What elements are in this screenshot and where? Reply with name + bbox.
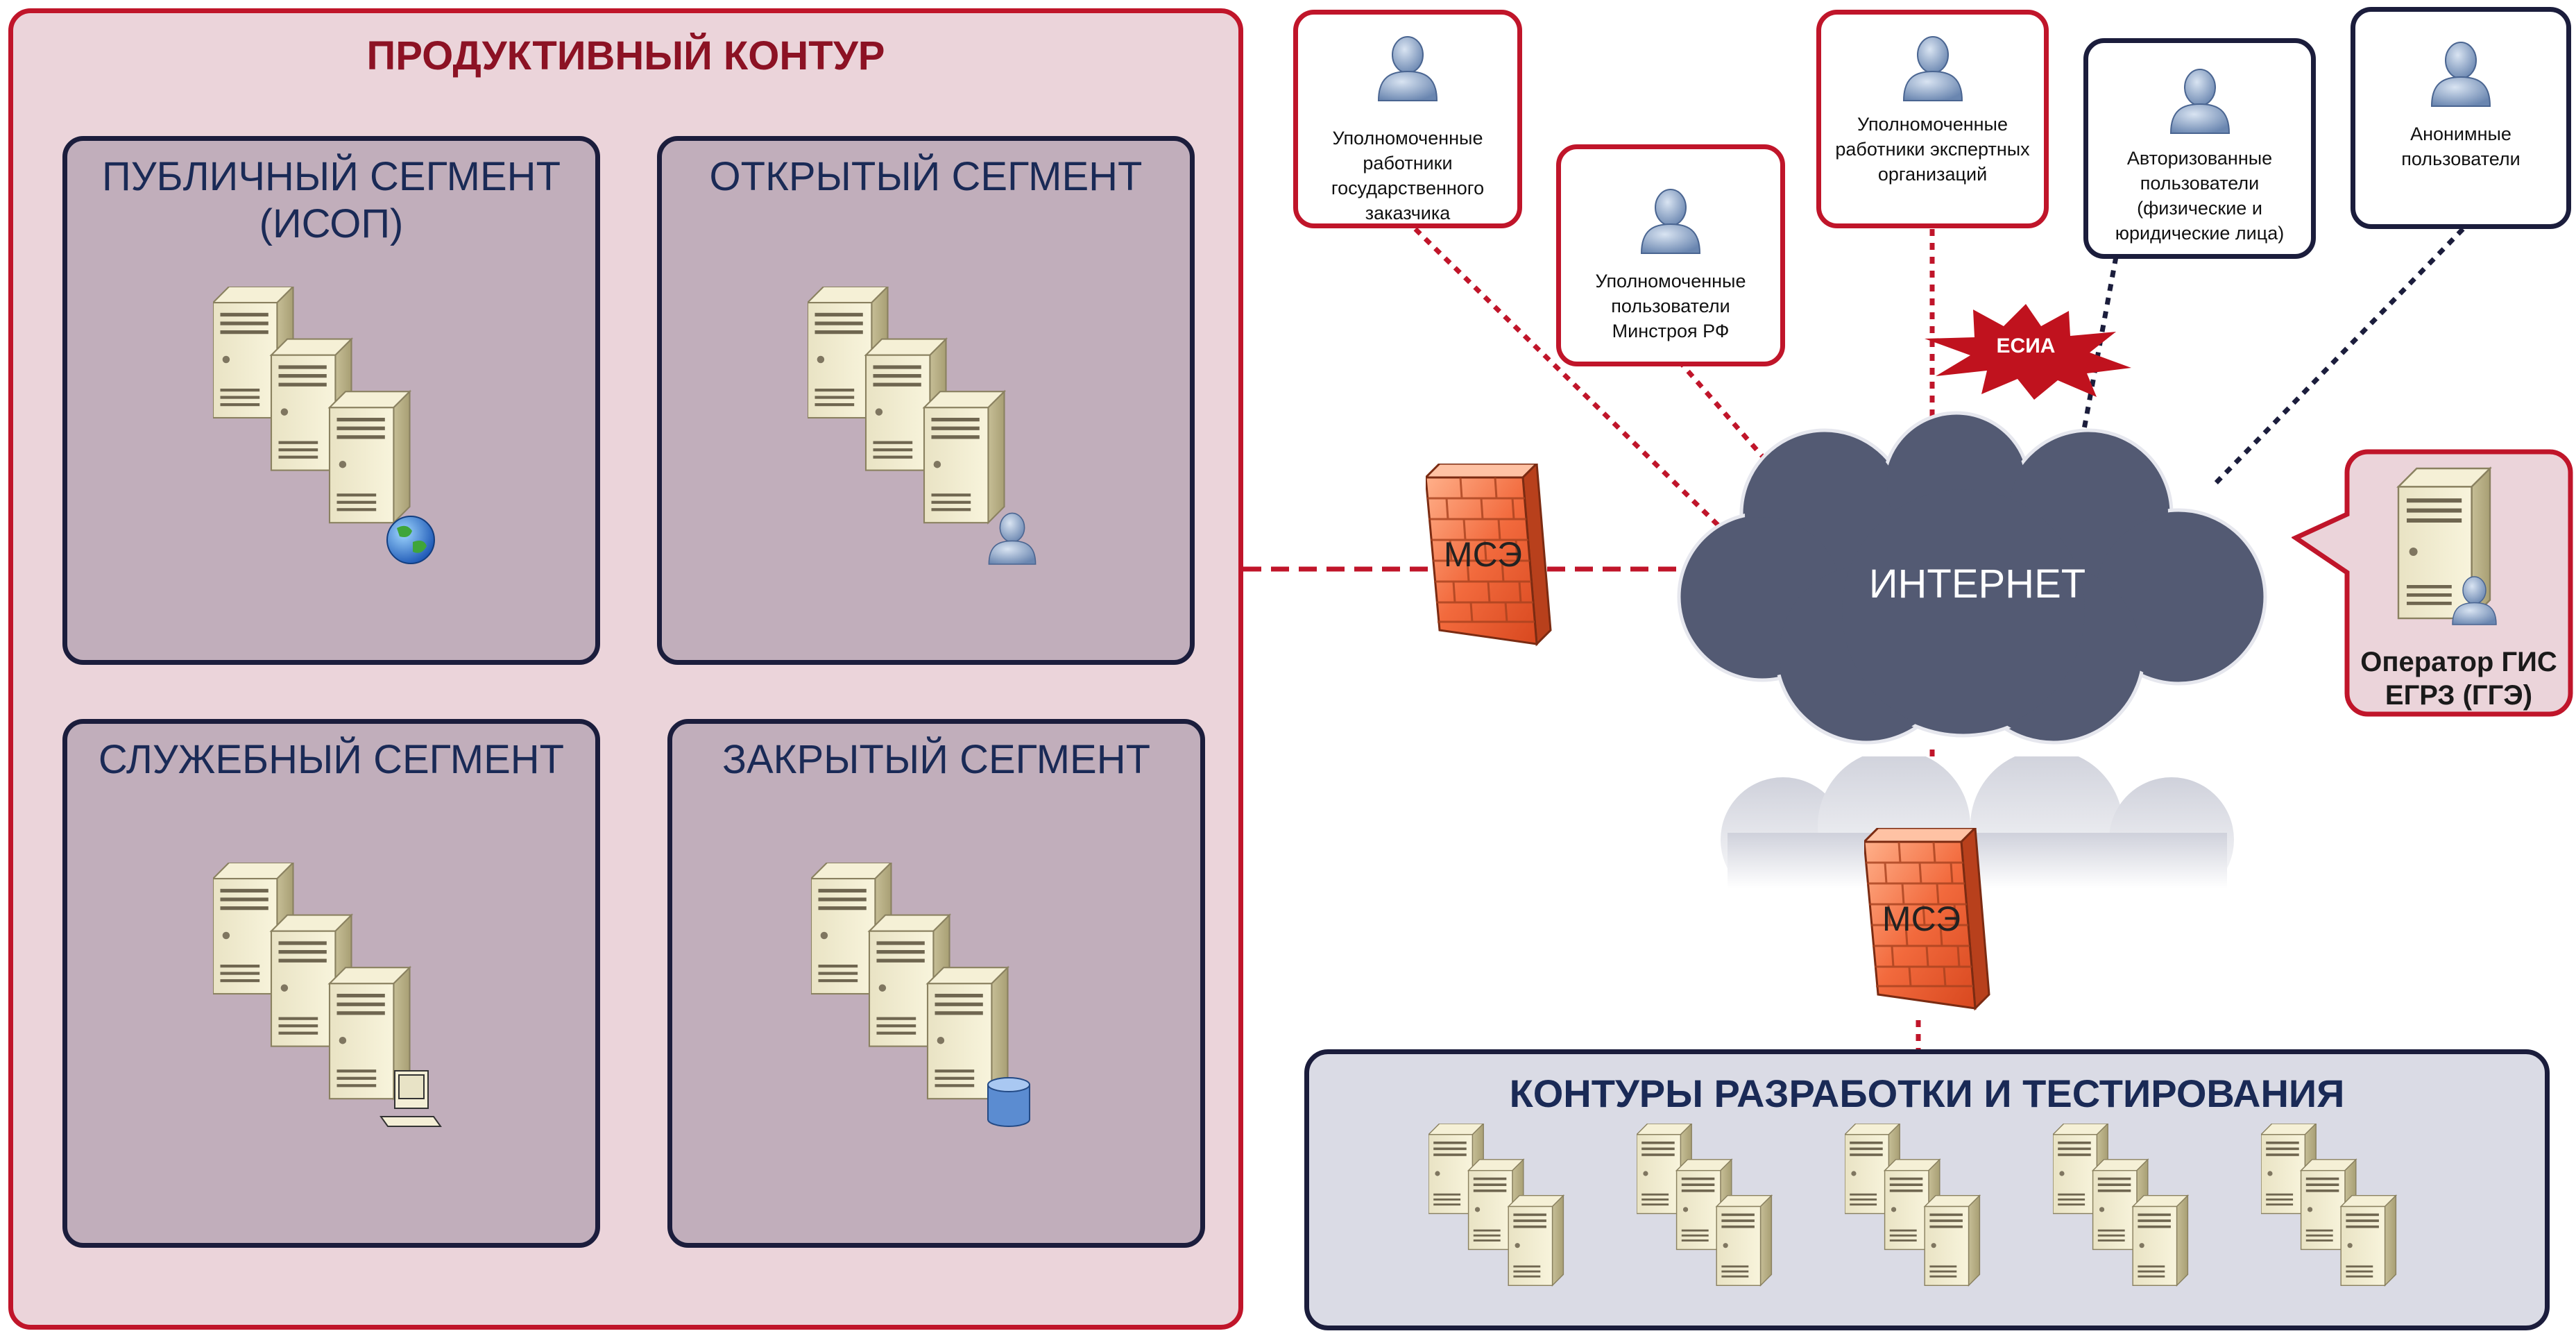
user-label: Анонимные пользователи — [2401, 124, 2520, 169]
server-cluster-icon — [1428, 1124, 1602, 1318]
user-label: Уполномоченные работники экспертных орга… — [1835, 114, 2030, 185]
computer-icon — [379, 1070, 442, 1127]
segment-service: СЛУЖЕБНЫЙ СЕГМЕНТ — [62, 719, 600, 1248]
segment-title: ЗАКРЫТЫЙ СЕГМЕНТ — [722, 737, 1151, 782]
user-icon — [1902, 36, 1963, 101]
server-cluster-icon — [1637, 1124, 1810, 1318]
dev-contours-title: КОНТУРЫ РАЗРАБОТКИ И ТЕСТИРОВАНИЯ — [1509, 1072, 2345, 1115]
user-box-anonymous: Анонимные пользователи — [2351, 7, 2571, 229]
user-icon — [1378, 36, 1438, 101]
user-box-authorized: Авторизованные пользователи (физические … — [2083, 38, 2316, 259]
segment-title: СЛУЖЕБНЫЙ СЕГМЕНТ — [98, 737, 565, 782]
server-cluster-icon — [2053, 1124, 2226, 1318]
segment-public: ПУБЛИЧНЫЙ СЕГМЕНТ (ИСОП) — [62, 136, 600, 665]
segment-title: ПУБЛИЧНЫЙ СЕГМЕНТ (ИСОП) — [102, 154, 561, 246]
server-cluster-icon — [1845, 1124, 2018, 1318]
burst-icon — [1925, 304, 2131, 400]
internet-cloud: ИНТЕРНЕТ — [1665, 409, 2289, 763]
esia-badge: ЕСИА — [1915, 298, 2137, 403]
user-label: Уполномоченные работники государственног… — [1331, 128, 1485, 223]
firewall-label: МСЭ — [1443, 535, 1523, 574]
server-cluster-icon — [213, 863, 442, 1127]
globe-icon — [386, 516, 435, 564]
user-icon — [988, 512, 1037, 565]
firewall-left: МСЭ — [1426, 464, 1554, 672]
user-label: Уполномоченные пользователи Минстроя РФ — [1595, 271, 1746, 341]
production-contour-title: ПРОДУКТИВНЫЙ КОНТУР — [366, 33, 885, 78]
database-icon — [987, 1077, 1030, 1127]
firewall-label: МСЭ — [1882, 899, 1961, 938]
segment-open: ОТКРЫТЫЙ СЕГМЕНТ — [657, 136, 1195, 665]
server-cluster-icon — [811, 863, 1030, 1127]
user-box-minstroy: Уполномоченные пользователи Минстроя РФ — [1556, 144, 1785, 366]
user-icon — [1641, 189, 1700, 254]
segment-closed: ЗАКРЫТЫЙ СЕГМЕНТ — [667, 719, 1205, 1248]
esia-label: ЕСИА — [1996, 334, 2056, 357]
cloud-icon — [1677, 411, 2267, 745]
segment-title: ОТКРЫТЫЙ СЕГМЕНТ — [709, 154, 1143, 199]
server-cluster-icon — [808, 287, 1037, 565]
firewall-bottom: МСЭ — [1864, 828, 1993, 1036]
operator-box: Оператор ГИС ЕГРЗ (ГГЭ) — [2292, 448, 2575, 718]
user-box-customer: Уполномоченные работники государственног… — [1293, 10, 1522, 228]
user-box-experts: Уполномоченные работники экспертных орга… — [1816, 10, 2049, 228]
internet-label: ИНТЕРНЕТ — [1868, 561, 2086, 607]
operator-label: Оператор ГИС ЕГРЗ (ГГЭ) — [2360, 647, 2557, 711]
user-icon — [2431, 42, 2491, 107]
server-cluster-icon — [2261, 1124, 2434, 1318]
user-label: Авторизованные пользователи (физические … — [2115, 148, 2285, 244]
server-user-icon — [2397, 467, 2497, 625]
dev-test-contours: КОНТУРЫ РАЗРАБОТКИ И ТЕСТИРОВАНИЯ — [1304, 1049, 2550, 1330]
server-cluster-icon — [213, 287, 435, 564]
user-icon — [2169, 69, 2230, 134]
